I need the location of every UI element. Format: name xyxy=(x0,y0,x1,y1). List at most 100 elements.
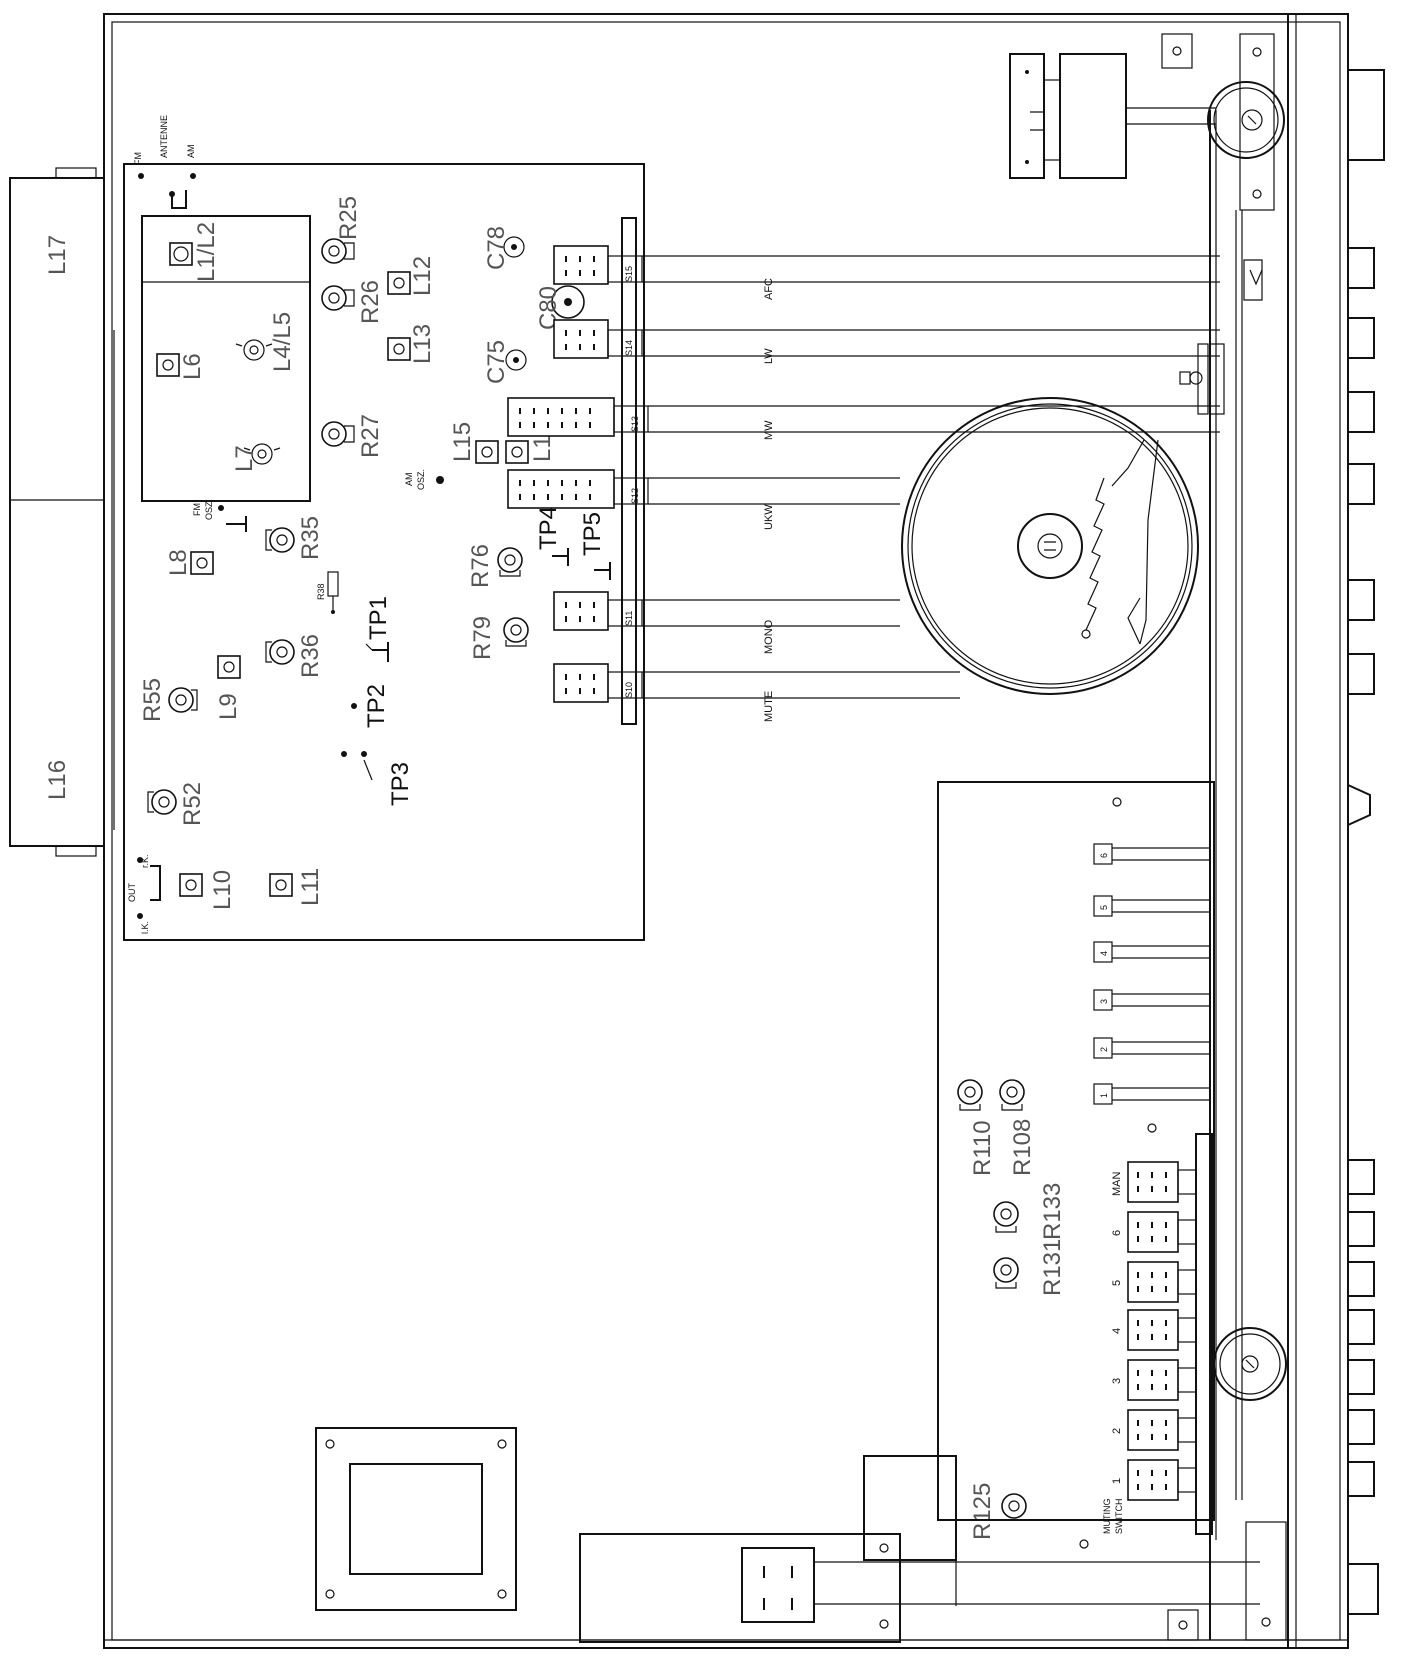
label-button-1: 1 xyxy=(1111,1478,1123,1484)
label-s10: S10 xyxy=(624,682,634,698)
switch-s11: S11 MONO xyxy=(553,591,900,654)
label-r133: R133 xyxy=(1039,1183,1066,1240)
preset-strip-3: 3 xyxy=(1093,989,1210,1011)
coil-l7: L7 xyxy=(231,443,281,472)
preset-button-man: MAN xyxy=(1111,1161,1197,1203)
label-tp3: TP3 xyxy=(387,762,414,806)
coil-l15: L15 xyxy=(449,422,499,464)
label-r110: R110 xyxy=(969,1120,996,1176)
switch-s12: S12 UKW xyxy=(507,469,900,530)
label-switch: SWITCH xyxy=(1114,1499,1124,1535)
trimmer-r52: R52 xyxy=(147,782,206,826)
trimmer-r125: R125 xyxy=(969,1483,1027,1540)
label-afc: AFC xyxy=(763,278,775,300)
front-panel-controls xyxy=(1347,69,1385,1615)
label-c75: C75 xyxy=(483,340,510,384)
test-point-tp2: TP2 xyxy=(351,684,390,728)
preset-button-5: 5 xyxy=(1111,1261,1197,1303)
band-switch-bank: S15 AFC S14 LW S13 MW xyxy=(507,217,1220,725)
label-l7: L7 xyxy=(231,445,258,472)
label-preset-4: 4 xyxy=(1099,951,1109,956)
coil-l11: L11 xyxy=(269,868,324,906)
preset-strip-1: 1 xyxy=(1093,1083,1210,1105)
switch-s15: S15 AFC xyxy=(553,245,1220,300)
coil-l4-l5: L4/L5 xyxy=(235,312,296,372)
tuner-board xyxy=(113,163,645,941)
test-point-tp3: TP3 xyxy=(341,751,414,806)
test-point-tp5: TP5 xyxy=(579,512,611,580)
label-s14: S14 xyxy=(624,340,634,356)
mains-socket xyxy=(579,1455,1287,1643)
trimmer-r55: R55 xyxy=(139,678,198,722)
dial-pulley-assembly xyxy=(1009,33,1287,1640)
coil-block-l17-l16: L17 L16 xyxy=(9,167,105,857)
trimmer-r25: R25 xyxy=(321,196,362,264)
label-l8: L8 xyxy=(165,549,192,576)
label-preset-3: 3 xyxy=(1099,999,1109,1004)
label-lw: LW xyxy=(763,348,775,364)
coil-l12: L12 xyxy=(387,256,436,296)
label-l4-l5: L4/L5 xyxy=(269,312,296,372)
preset-button-6: 6 xyxy=(1111,1211,1197,1253)
preset-board: 6 5 4 3 2 1 xyxy=(937,781,1215,1549)
label-button-4: 4 xyxy=(1111,1328,1123,1334)
trimmer-r108: R108 xyxy=(999,1079,1036,1176)
label-fm-osz-1: FM xyxy=(192,503,202,516)
label-s12: S12 xyxy=(630,488,640,504)
label-l1-l2: L1/L2 xyxy=(193,222,220,282)
label-l12: L12 xyxy=(409,256,436,296)
label-r35: R35 xyxy=(297,516,324,560)
label-r125: R125 xyxy=(969,1483,996,1540)
label-out: OUT xyxy=(127,883,137,903)
label-l16: L16 xyxy=(44,760,71,800)
preset-button-4: 4 xyxy=(1111,1309,1197,1351)
label-l11: L11 xyxy=(297,868,324,906)
switch-s10: S10 MUTE xyxy=(553,663,960,722)
label-preset-5: 5 xyxy=(1099,905,1109,910)
out-connector: OUT r.K. l.K. xyxy=(127,854,161,934)
label-r52: R52 xyxy=(179,782,206,826)
label-tp2: TP2 xyxy=(363,684,390,728)
switch-s14: S14 LW xyxy=(553,319,1220,364)
label-r131: R131 xyxy=(1039,1239,1066,1296)
label-muting: MUTING xyxy=(1102,1499,1112,1535)
trimmer-r35: R35 xyxy=(265,516,324,560)
coil-l10: L10 xyxy=(179,870,236,910)
trimmer-r131: R131 xyxy=(993,1239,1066,1296)
label-mw: MW xyxy=(763,420,775,440)
chassis-frame xyxy=(103,13,1349,1649)
label-s13: S13 xyxy=(630,416,640,432)
antenna-connector: FM ANTENNE AM xyxy=(133,115,196,209)
preset-strip-6: 6 xyxy=(1093,843,1210,865)
label-r108: R108 xyxy=(1009,1119,1036,1176)
label-antenne: ANTENNE xyxy=(159,115,169,158)
label-tp4: TP4 xyxy=(535,506,562,550)
label-mono: MONO xyxy=(763,619,775,654)
label-fm-antenna: FM xyxy=(133,152,143,165)
preset-button-2: 2 xyxy=(1111,1409,1197,1451)
trimmer-r79: R79 xyxy=(469,616,529,660)
trimmer-r36: R36 xyxy=(265,634,324,678)
am-osc-point: AM OSZ. xyxy=(404,469,444,490)
trimmer-r110: R110 xyxy=(957,1079,996,1176)
trimmers: R25 R26 R27 R35 R36 R55 xyxy=(139,196,1066,1540)
capacitor-c78: C78 xyxy=(483,226,525,270)
coil-l1-l2: L1/L2 xyxy=(169,222,220,282)
preset-strip-5: 5 xyxy=(1093,895,1210,917)
label-l13: L13 xyxy=(409,324,436,364)
dial-drum xyxy=(901,397,1199,695)
label-mute: MUTE xyxy=(763,691,775,722)
label-l15: L15 xyxy=(449,422,476,462)
coil-l8: L8 xyxy=(165,549,214,576)
label-r76: R76 xyxy=(467,544,494,588)
resistor-r38: R38 xyxy=(316,571,339,614)
mains-transformer xyxy=(315,1427,517,1611)
label-s11: S11 xyxy=(624,611,634,626)
label-button-6: 6 xyxy=(1111,1230,1123,1236)
label-lk: l.K. xyxy=(140,921,150,934)
label-button-2: 2 xyxy=(1111,1428,1123,1434)
label-c78: C78 xyxy=(483,226,510,270)
switch-s13: S13 MW xyxy=(507,397,1220,440)
label-l10: L10 xyxy=(209,870,236,910)
